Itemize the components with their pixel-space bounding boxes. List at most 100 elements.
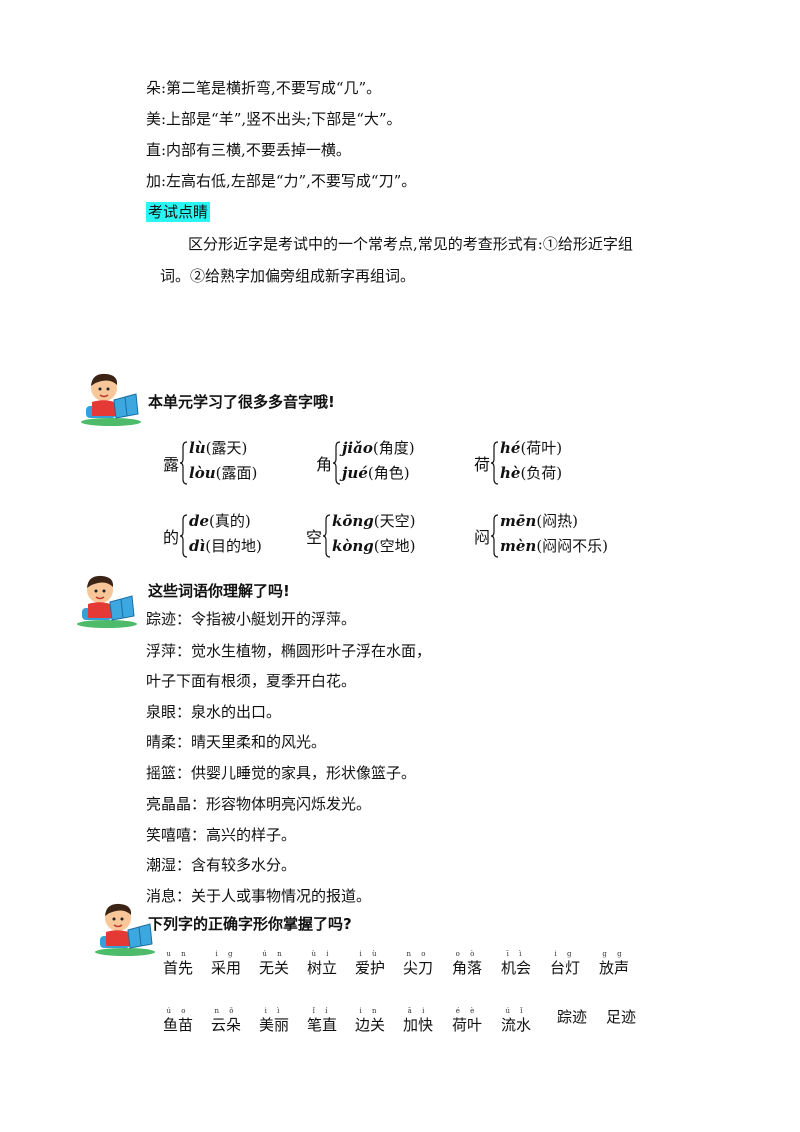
brace-icon <box>491 514 499 558</box>
example-word: (露面) <box>215 464 258 482</box>
vocab-line: 摇篮：供婴儿睡觉的家具，形状像篮子。 <box>146 764 417 782</box>
example-word: (角色) <box>367 464 410 482</box>
word: 足迹 <box>605 1008 636 1026</box>
pinyin-hint: i ù <box>359 950 381 958</box>
word: 角落 <box>451 959 482 977</box>
pinyin-hint: i n <box>359 1007 381 1015</box>
vocab-line: 亮晶晶：形容物体明亮闪烁发光。 <box>146 795 372 813</box>
pinyin: lòu <box>189 464 216 482</box>
word: 荷叶 <box>451 1016 482 1034</box>
example-word: (真的) <box>209 512 251 530</box>
example-word: (天空) <box>373 512 416 530</box>
vocab-line: 浮萍：觉水生植物，椭圆形叶子浮在水面， <box>146 642 432 660</box>
section-title: 这些词语你理解了吗! <box>148 582 290 600</box>
pinyin: hé <box>500 439 521 457</box>
polyphone-char: 空 <box>306 528 323 547</box>
pinyin-hint: g g <box>602 950 626 958</box>
exam-paragraph-line: 词。②给熟字加偏旁组成新字再组词。 <box>160 267 416 285</box>
vocab-line: 泉眼：泉水的出口。 <box>146 703 282 721</box>
word: 尖刀 <box>402 959 433 977</box>
polyphone-char: 荷 <box>474 455 491 474</box>
pinyin-hint: ù i <box>311 950 333 958</box>
pinyin: kòng <box>332 537 374 555</box>
pinyin-hint: i g <box>554 950 576 958</box>
word: 无关 <box>258 959 289 977</box>
word: 流水 <box>500 1016 531 1034</box>
word: 美丽 <box>258 1016 289 1034</box>
word: 树立 <box>306 959 337 977</box>
boy-reading-icon <box>95 903 155 956</box>
word-item: 足迹 <box>603 1007 639 1027</box>
pinyin-hint: ī ì <box>506 950 526 958</box>
vocab-line: 踪迹：令指被小艇划开的浮萍。 <box>146 610 357 628</box>
example-word: (闷闷不乐) <box>536 537 609 555</box>
pinyin: dì <box>189 537 206 555</box>
pinyin-hint: ú ǐ <box>505 1007 527 1015</box>
example-word: (目的地) <box>205 537 262 555</box>
word: 加快 <box>402 1016 433 1034</box>
boy-reading-icon <box>81 373 141 426</box>
pinyin-hint: ú o <box>166 1007 190 1015</box>
word: 鱼苗 <box>162 1016 193 1034</box>
pinyin: lù <box>189 439 206 457</box>
note-line: 美:上部是“羊”,竖不出头;下部是“大”。 <box>146 110 402 128</box>
example-word: (闷热) <box>536 512 579 530</box>
polyphone-char: 角 <box>316 455 333 474</box>
polyphone-char: 闷 <box>474 528 491 547</box>
note-line: 加:左高右低,左部是“力”,不要写成“刀”。 <box>146 172 417 190</box>
pinyin: de <box>189 512 210 530</box>
exam-tag: 考试点睛 <box>146 202 211 222</box>
brace-icon <box>180 514 188 558</box>
word: 爱护 <box>354 959 385 977</box>
word: 笔直 <box>306 1016 337 1034</box>
brace-icon <box>491 441 499 485</box>
pinyin-hint: i ì <box>264 1007 284 1015</box>
brace-icon <box>333 441 341 485</box>
boy-reading-icon <box>77 575 137 628</box>
example-word: (空地) <box>373 537 416 555</box>
section-title: 下列字的正确字形你掌握了吗? <box>148 915 352 933</box>
word: 边关 <box>354 1016 385 1034</box>
pinyin-hint: u n <box>166 950 190 958</box>
note-line: 朵:第二笔是横折弯,不要写成“几”。 <box>146 79 382 97</box>
vocab-line: 笑嘻嘻：高兴的样子。 <box>146 826 297 844</box>
pinyin-hint: i g <box>215 950 237 958</box>
pinyin: hè <box>500 464 521 482</box>
example-word: (露天) <box>205 439 248 457</box>
example-word: (负荷) <box>520 464 563 482</box>
polyphone-char: 露 <box>163 455 180 474</box>
pinyin-hint: n o <box>406 950 430 958</box>
pinyin-hint: ǐ í <box>312 1007 332 1015</box>
polyphone-char: 的 <box>163 528 180 547</box>
pinyin-hint: n ǒ <box>214 1007 238 1015</box>
vocab-line: 晴柔：晴天里柔和的风光。 <box>146 733 327 751</box>
pinyin-hint: ā i <box>407 1007 429 1015</box>
section-title: 本单元学习了很多多音字哦! <box>148 393 335 411</box>
vocab-line: 潮湿：含有较多水分。 <box>146 856 297 874</box>
word: 采用 <box>210 959 241 977</box>
brace-icon <box>323 514 331 558</box>
note-line: 直:内部有三横,不要丢掉一横。 <box>146 141 351 159</box>
pinyin: kōng <box>332 512 374 530</box>
pinyin: mēn <box>500 512 537 530</box>
pinyin-hint: ú n <box>262 950 286 958</box>
vocab-line: 叶子下面有根须，夏季开白花。 <box>146 672 357 690</box>
word: 放声 <box>598 959 629 977</box>
pinyin: jué <box>342 464 368 482</box>
word: 云朵 <box>210 1016 241 1034</box>
